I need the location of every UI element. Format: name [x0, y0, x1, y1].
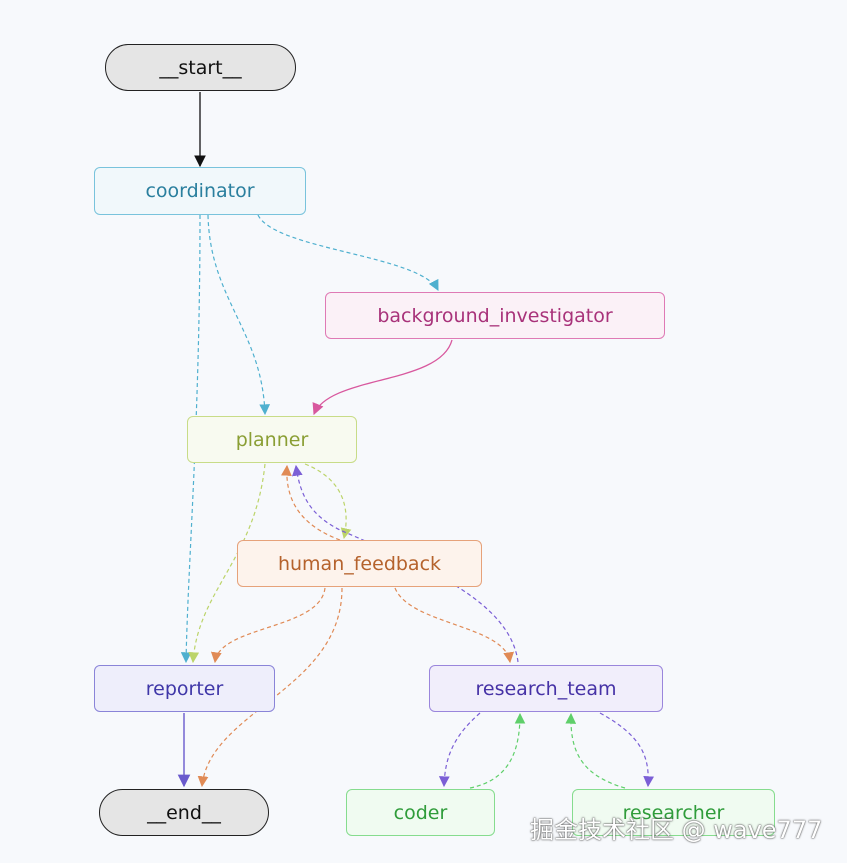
edge-human-feedback-research-team	[394, 587, 515, 664]
edge-human-feedback-end	[197, 587, 343, 788]
coder-node[interactable]: coder	[346, 789, 495, 836]
reporter-node-label: reporter	[145, 677, 224, 700]
human-feedback-node-label: human_feedback	[277, 552, 442, 575]
reporter-node[interactable]: reporter	[94, 665, 275, 712]
human-feedback-node[interactable]: human_feedback	[237, 540, 482, 587]
background-investigator-node-label: background_investigator	[377, 304, 613, 327]
research-team-node[interactable]: research_team	[429, 665, 663, 712]
edge-researcher-research-team	[565, 712, 626, 789]
edge-background-investigator-planner	[312, 339, 453, 416]
edge-research-team-researcher	[599, 712, 655, 788]
edge-planner-human-feedback	[304, 463, 352, 540]
start-node[interactable]: __start__	[105, 44, 296, 91]
edge-human-feedback-planner	[281, 464, 341, 541]
edge-human-feedback-reporter	[210, 587, 326, 664]
start-node-label: __start__	[159, 56, 242, 79]
edge-coordinator-reporter	[180, 214, 201, 664]
coder-node-label: coder	[393, 801, 448, 824]
edge-planner-reporter	[188, 463, 266, 664]
edge-coordinator-planner	[207, 214, 271, 416]
coordinator-node[interactable]: coordinator	[94, 167, 306, 215]
researcher-node[interactable]: researcher	[572, 789, 775, 836]
end-node-label: __end__	[147, 801, 221, 824]
background-investigator-node[interactable]: background_investigator	[325, 292, 665, 339]
research-team-node-label: research_team	[475, 677, 617, 700]
edge-coder-research-team	[469, 712, 526, 789]
edge-research-team-coder	[438, 712, 481, 788]
planner-node[interactable]: planner	[187, 416, 357, 463]
researcher-node-label: researcher	[622, 801, 725, 824]
watermark: 掘金技术社区 @ wave777	[530, 816, 823, 844]
edge-coordinator-background-investigator	[257, 214, 439, 291]
coordinator-node-label: coordinator	[145, 180, 255, 202]
end-node[interactable]: __end__	[99, 789, 269, 836]
planner-node-label: planner	[235, 428, 309, 451]
